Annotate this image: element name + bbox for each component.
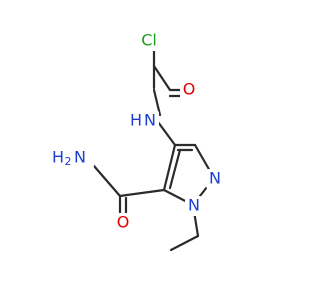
nh-label-bg [127, 110, 159, 132]
bond-c5-c4-double [168, 148, 182, 190]
nh2-subscript-label: 2 [65, 155, 72, 168]
atom-label-layer: Cl O H N H 2 N N N O [50, 31, 224, 233]
bond-c5-amide-c [118, 188, 166, 198]
bond-ethyl-ch2-ch3 [169, 234, 200, 252]
nh2-n-label: N [74, 148, 86, 167]
bond-ch2-carbonyl-2 [152, 64, 172, 92]
bond-nh-c4 [156, 120, 177, 147]
ring-n2-label: N [209, 169, 221, 188]
bond-c5-c4 [162, 143, 177, 192]
o-amide-label: O [117, 213, 130, 232]
o-acyl-label-bg [180, 80, 198, 100]
nh2-h-label: H [52, 148, 64, 167]
ring-n1-label: N [188, 196, 200, 215]
ring-n1-label-bg [185, 196, 203, 216]
bond-amide-c-nh2 [92, 164, 122, 198]
bond-layer [92, 47, 216, 252]
ring-n2-label-bg [206, 169, 224, 189]
bond-carbonyl-nh [152, 88, 162, 117]
nh-h-label: H [130, 111, 142, 130]
molecule-structure-diagram: Cl O H N H 2 N N N O [50, 30, 224, 252]
o-acyl-label: O [183, 80, 196, 99]
nh2-label-bg [50, 145, 94, 169]
cl-label-bg [137, 31, 161, 51]
nh-n-label: N [144, 111, 156, 130]
cl-label: Cl [141, 31, 157, 50]
o-amide-label-bg [114, 213, 132, 233]
